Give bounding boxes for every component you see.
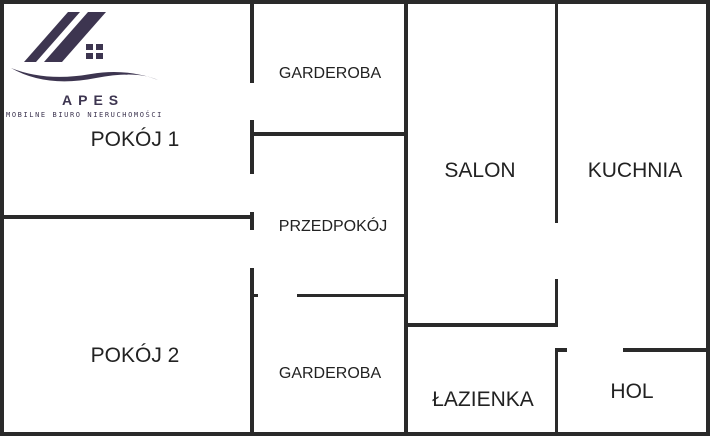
wall — [555, 348, 567, 352]
wall — [250, 120, 254, 174]
wall — [297, 294, 406, 297]
wall — [555, 0, 558, 223]
wall — [555, 350, 558, 436]
room-label-garderoba-bottom: GARDEROBA — [278, 365, 382, 382]
wall — [404, 0, 408, 436]
room-label-salon: SALON — [444, 159, 516, 182]
wall — [555, 279, 558, 326]
room-label-kuchnia: KUCHNIA — [587, 159, 683, 182]
wall — [252, 132, 406, 136]
wall — [623, 348, 708, 352]
wall — [250, 0, 254, 83]
logo-name: APES — [62, 92, 125, 108]
room-label-pokoj-2: POKÓJ 2 — [90, 344, 180, 367]
room-label-lazienka: ŁAZIENKA — [432, 388, 534, 411]
wall-outer-top — [0, 0, 710, 4]
room-label-garderoba-top: GARDEROBA — [278, 65, 382, 82]
logo-tagline: MOBILNE BIURO NIERUCHOMOŚCI — [6, 111, 163, 119]
wall — [406, 323, 558, 327]
room-label-przedpokoj: PRZEDPOKÓJ — [278, 218, 388, 235]
room-label-hol: HOL — [610, 380, 654, 403]
wall — [250, 268, 254, 436]
wall-outer-bottom — [0, 432, 710, 436]
wall-outer-right — [706, 0, 710, 436]
wall — [0, 215, 252, 219]
apes-logo: APES MOBILNE BIURO NIERUCHOMOŚCI — [6, 8, 256, 119]
room-label-pokoj-1: POKÓJ 1 — [90, 128, 180, 151]
wall — [250, 212, 254, 230]
wall — [252, 294, 258, 297]
